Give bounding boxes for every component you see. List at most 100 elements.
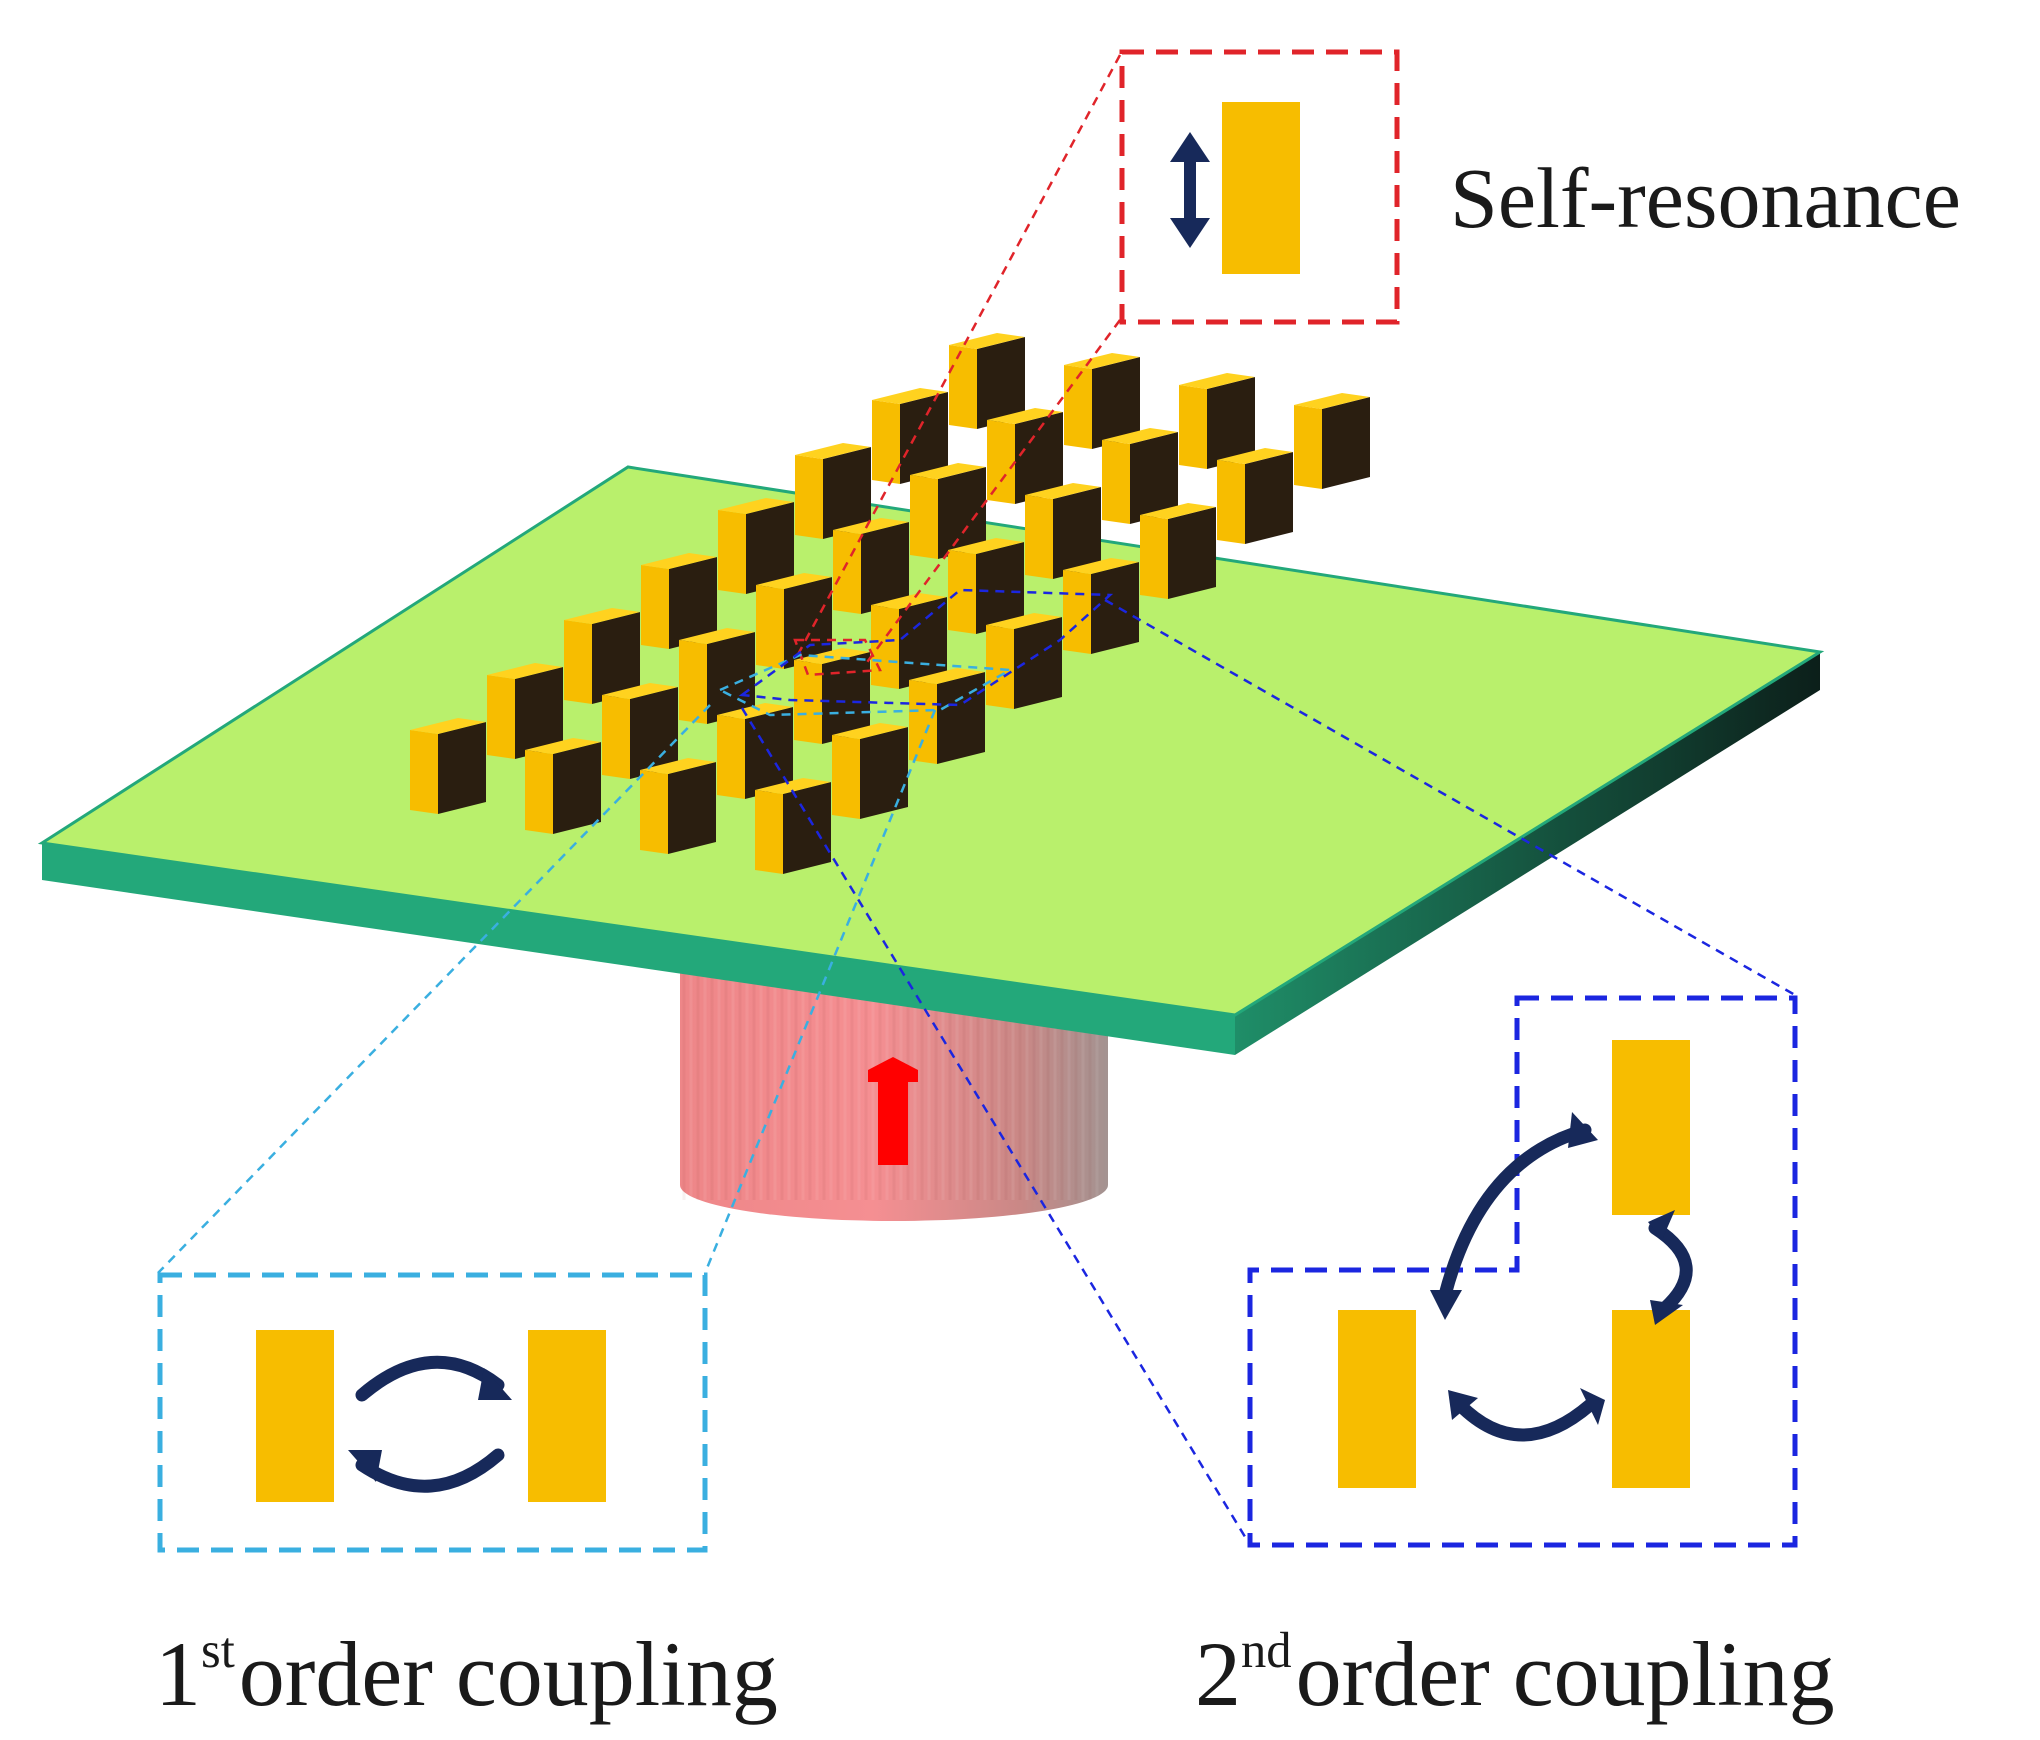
resonator-face <box>756 585 784 669</box>
resonator <box>755 778 831 874</box>
resonator-face <box>410 730 438 814</box>
resonator-top <box>487 663 563 679</box>
substrate-right-edge <box>1235 652 1820 1055</box>
first-order-number: 1 <box>155 1622 201 1725</box>
arrowheads <box>348 1368 512 1482</box>
resonator-side <box>1053 487 1101 579</box>
resonator-top <box>1025 483 1101 499</box>
resonator <box>909 668 985 764</box>
resonator-top <box>948 538 1024 554</box>
resonator-top <box>602 683 678 699</box>
resonator-face <box>525 750 553 834</box>
self-resonance-label: Self-resonance <box>1450 150 1961 246</box>
resonator-side <box>899 597 947 689</box>
resonator-face <box>755 790 783 874</box>
second-order-resonator-left <box>1338 1310 1416 1488</box>
resonator-top <box>1217 448 1293 464</box>
resonator-face <box>910 475 938 559</box>
resonator <box>872 388 948 484</box>
resonator-side <box>900 392 948 484</box>
resonator <box>756 573 832 669</box>
second-order-coupling-label: 2ndorder coupling <box>1195 1625 1835 1720</box>
resonator-top <box>1102 428 1178 444</box>
resonator-top <box>910 463 986 479</box>
resonator <box>564 608 640 704</box>
resonator <box>1063 558 1139 654</box>
resonator <box>949 333 1025 429</box>
second-order-resonator-right <box>1612 1310 1690 1488</box>
up-arrow-icon <box>868 1057 918 1165</box>
first-zoom-line-right <box>703 709 937 1274</box>
resonator-side <box>977 337 1025 429</box>
second-order-resonator-top <box>1612 1040 1690 1215</box>
resonator-side <box>592 612 640 704</box>
resonator <box>718 498 794 594</box>
first-order-inset <box>157 1272 708 1553</box>
resonator-face <box>832 735 860 819</box>
resonator <box>1217 448 1293 544</box>
resonator-top <box>756 573 832 589</box>
resonator <box>832 723 908 819</box>
resonator <box>1179 373 1255 469</box>
resonator-face <box>872 400 900 484</box>
resonator-top <box>564 608 640 624</box>
resonator-face <box>1294 405 1322 489</box>
resonator-side <box>784 577 832 669</box>
resonator-top <box>410 718 486 734</box>
resonator <box>1025 483 1101 579</box>
resonator-side <box>783 782 831 874</box>
first-zoom-line-left <box>157 704 711 1274</box>
resonator-face <box>795 455 823 539</box>
resonator <box>1102 428 1178 524</box>
second-highlight <box>738 588 1114 707</box>
second-order-number: 2 <box>1195 1622 1241 1725</box>
resonator-face <box>602 695 630 779</box>
resonator <box>794 648 870 744</box>
second-zoom-line-left <box>740 707 1252 1546</box>
self-resonance-inset <box>1119 49 1400 325</box>
double-arrow-icon <box>1170 132 1210 248</box>
second-order-superscript: nd <box>1241 1622 1292 1678</box>
resonator-top <box>871 593 947 609</box>
resonator-face <box>986 625 1014 709</box>
resonator-face <box>679 640 707 724</box>
resonator-face <box>718 510 746 594</box>
resonator-side <box>1207 377 1255 469</box>
resonator-top <box>1140 503 1216 519</box>
self-resonance-box <box>1119 49 1400 325</box>
resonator-face <box>871 605 899 689</box>
resonator-top <box>1294 393 1370 409</box>
curved-arrow-icon <box>1438 1123 1693 1442</box>
resonator <box>487 663 563 759</box>
resonator-top <box>949 333 1025 349</box>
resonator-side <box>937 672 985 764</box>
resonator <box>640 758 716 854</box>
resonator-top <box>986 613 1062 629</box>
self-zoom-line-right <box>863 319 1122 666</box>
resonator-face <box>909 680 937 764</box>
resonator <box>910 463 986 559</box>
resonator-top <box>755 778 831 794</box>
resonator-face <box>948 550 976 634</box>
resonator-side <box>1092 357 1140 449</box>
resonator-side <box>438 722 486 814</box>
resonator-array <box>410 333 1370 874</box>
resonator-side <box>861 522 909 614</box>
curved-arrow-icon <box>355 1355 505 1493</box>
resonator-top <box>718 498 794 514</box>
arrowheads <box>1430 1112 1683 1425</box>
resonator <box>1294 393 1370 489</box>
resonator-top <box>832 723 908 739</box>
resonator <box>987 408 1063 504</box>
resonator-top <box>872 388 948 404</box>
resonator-top <box>987 408 1063 424</box>
first-order-coupling-label: 1storder coupling <box>155 1625 778 1720</box>
resonator-top <box>909 668 985 684</box>
resonator-top <box>679 628 755 644</box>
first-order-resonator-left <box>256 1330 334 1502</box>
first-order-resonator-right <box>528 1330 606 1502</box>
resonator-side <box>668 762 716 854</box>
resonator <box>641 553 717 649</box>
resonator-side <box>1130 432 1178 524</box>
